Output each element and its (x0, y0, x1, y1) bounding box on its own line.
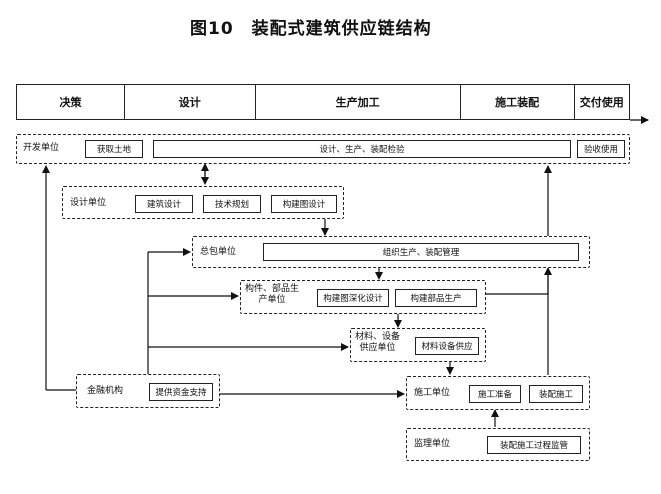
contractor-group: 总包单位 组织生产、装配管理 (192, 236, 590, 268)
component-maker-item-production: 构建部品生产 (395, 289, 477, 307)
construction-item-preparation: 施工准备 (469, 385, 521, 403)
phase-decision: 决策 (17, 85, 125, 119)
construction-item-assembly: 装配施工 (529, 385, 583, 403)
component-maker-item-detail-design: 构建图深化设计 (317, 289, 389, 307)
designer-item-component-drawing: 构建图设计 (271, 195, 337, 213)
phase-delivery: 交付使用 (579, 96, 624, 109)
component-maker-group: 构件、部品生 产单位 构建图深化设计 构建部品生产 (240, 280, 486, 314)
phase-assembly: 施工装配 (461, 85, 575, 119)
finance-label: 金融机构 (87, 386, 124, 396)
developer-item-inspection: 设计、生产、装配检验 (153, 140, 571, 158)
finance-group: 金融机构 提供资金支持 (76, 374, 220, 408)
designer-group: 设计单位 建筑设计 技术规划 构建图设计 (62, 186, 344, 219)
contractor-item-management: 组织生产、装配管理 (263, 243, 579, 261)
construction-label: 施工单位 (414, 388, 451, 398)
phase-production: 生产加工 (256, 85, 461, 119)
designer-label: 设计单位 (70, 198, 107, 208)
component-maker-label: 构件、部品生 产单位 (245, 284, 299, 307)
diagram-title: 图10 装配式建筑供应链结构 (190, 19, 432, 39)
supervisor-item-oversight: 装配施工过程监管 (487, 436, 581, 454)
finance-item-funding: 提供资金支持 (149, 383, 213, 401)
component-maker-label-line2: 产单位 (258, 295, 286, 306)
designer-item-architecture: 建筑设计 (135, 195, 193, 213)
developer-item-acceptance: 验收使用 (577, 140, 625, 158)
material-supplier-group: 材料、设备 供应单位 材料设备供应 (350, 328, 486, 362)
material-supplier-label-line2: 供应单位 (359, 343, 396, 354)
designer-item-planning: 技术规划 (203, 195, 261, 213)
component-maker-label-line1: 构件、部品生 (245, 284, 300, 294)
developer-group: 开发单位 获取土地 设计、生产、装配检验 验收使用 (16, 134, 630, 164)
phase-design: 设计 (125, 85, 256, 119)
developer-item-land: 获取土地 (85, 140, 143, 158)
material-supplier-item-supply: 材料设备供应 (415, 337, 479, 355)
material-supplier-label-line1: 材料、设备 (355, 332, 401, 342)
developer-label: 开发单位 (23, 143, 60, 153)
supervisor-label: 监理单位 (414, 439, 451, 449)
construction-group: 施工单位 施工准备 装配施工 (406, 376, 590, 410)
material-supplier-label: 材料、设备 供应单位 (355, 332, 400, 355)
contractor-label: 总包单位 (200, 247, 237, 257)
supervisor-group: 监理单位 装配施工过程监管 (406, 428, 590, 461)
phase-bar: 决策 设计 生产加工 施工装配 交付使用 (16, 84, 630, 120)
